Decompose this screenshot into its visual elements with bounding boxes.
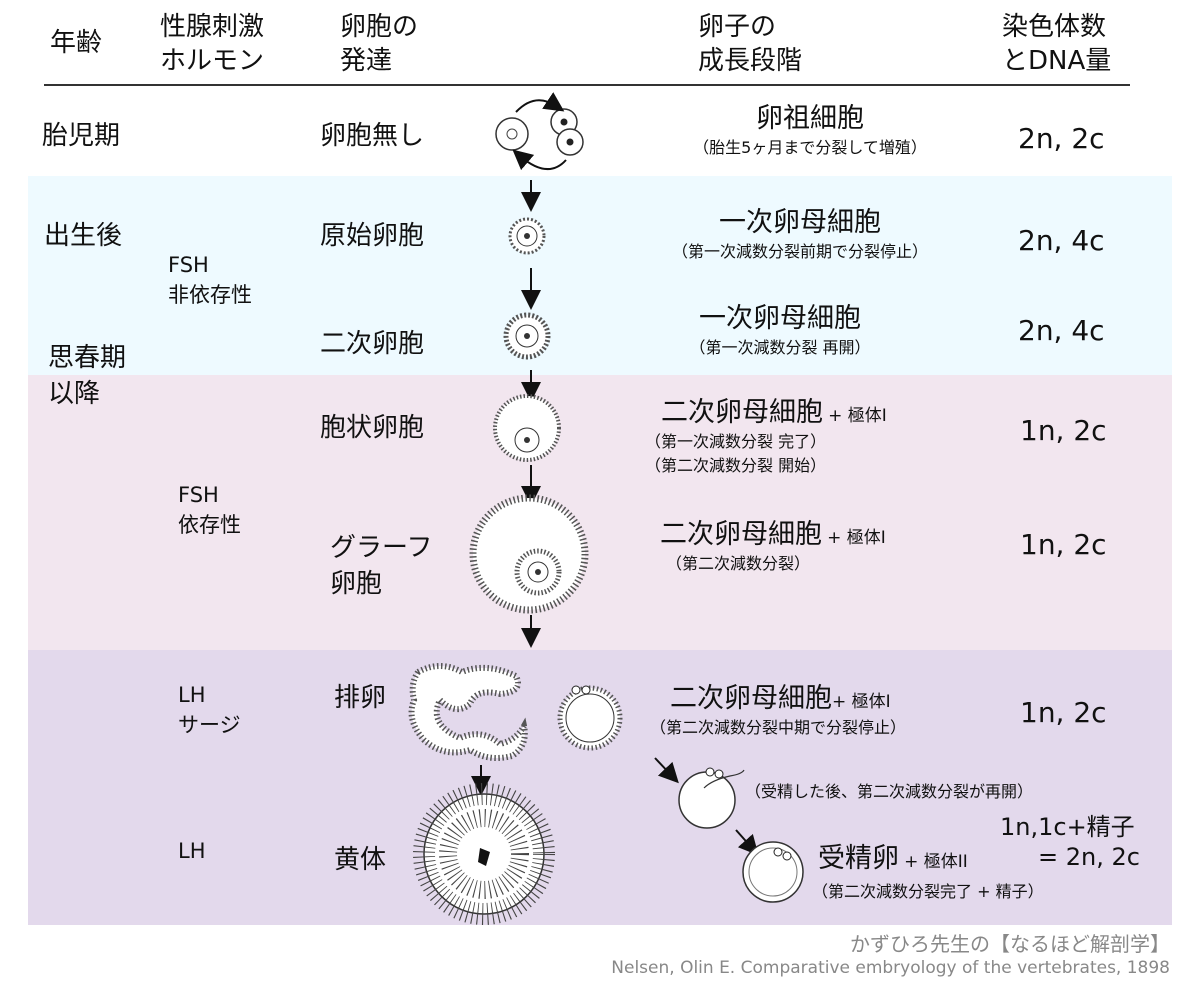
- follicle-antral: 胞状卵胞: [320, 413, 425, 443]
- hormone-fsh-independent: FSH 非依存性: [168, 253, 252, 307]
- ruptured-follicle-icon: [408, 663, 528, 761]
- chromosome-primary-resume: 2n, 4c: [1018, 314, 1105, 347]
- corpus-luteum-icon: [413, 783, 555, 925]
- follicle-graafian: グラーフ 卵胞: [330, 533, 433, 599]
- footer-credit: かずひろ先生の【なるほど解剖学】: [850, 932, 1170, 956]
- header-stage: 卵子の 成長段階: [698, 12, 803, 76]
- footer-source: Nelsen, Olin E. Comparative embryology o…: [611, 958, 1170, 978]
- primordial-follicle-icon: [508, 217, 546, 255]
- follicle-corpus-luteum: 黄体: [334, 845, 387, 875]
- stage-note: （胎生5ヶ月まで分裂して増殖）: [693, 138, 927, 157]
- stage-note: （第二次減数分裂 開始）: [645, 456, 827, 475]
- hormone-fsh-dependent: FSH 依存性: [178, 483, 241, 537]
- band-after-birth: [28, 176, 1172, 375]
- stage-note: （第一次減数分裂 再開）: [689, 338, 871, 357]
- stage-note: （第一次減数分裂前期で分裂停止）: [671, 242, 928, 261]
- secondary-follicle-icon: [503, 312, 551, 360]
- stage-name: 卵祖細胞: [756, 103, 864, 134]
- follicle-primordial: 原始卵胞: [320, 221, 425, 251]
- stage-row-primary-arrest: 一次卵母細胞 （第一次減数分裂前期で分裂停止）: [630, 206, 970, 264]
- stage-row-oogonium: 卵祖細胞 （胎生5ヶ月まで分裂して増殖）: [640, 102, 980, 160]
- fertilizing-oocyte-icon: [678, 767, 745, 829]
- chromosome-sum-line1: 1n,1c+精子: [1000, 813, 1135, 841]
- header-follicle: 卵胞の 発達: [340, 12, 419, 76]
- chromosome-oogonium: 2n, 2c: [1018, 122, 1105, 155]
- stage-name: 一次卵母細胞: [699, 303, 861, 334]
- stage-note: （第二次減数分裂）: [666, 554, 811, 573]
- stage-row-metaphase-arrest: 二次卵母細胞+ 極体I （第二次減数分裂中期で分裂停止）: [650, 682, 980, 740]
- stage-row-secondary: 二次卵母細胞 + 極体I （第二次減数分裂）: [660, 518, 980, 576]
- stage-row-primary-resume: 一次卵母細胞 （第一次減数分裂 再開）: [640, 302, 920, 360]
- oogonium-cells-icon: [495, 92, 584, 171]
- chromosome-metaphase-arrest: 1n, 2c: [1020, 696, 1107, 729]
- age-fetal: 胎児期: [42, 121, 121, 151]
- hormone-lh-surge: LH サージ: [178, 683, 241, 737]
- stage-name: 二次卵母細胞: [670, 683, 832, 714]
- stage-row-secondary-start: 二次卵母細胞 + 極体I （第一次減数分裂 完了） （第二次減数分裂 開始）: [645, 396, 985, 478]
- flow-arrows: [471, 180, 759, 856]
- stage-name: 二次卵母細胞: [660, 519, 822, 550]
- chromosome-sum: 1n,1c+精子 = 2n, 2c: [1000, 812, 1140, 872]
- band-puberty-fsh: [28, 375, 1172, 650]
- chromosome-secondary-start: 1n, 2c: [1020, 414, 1107, 447]
- polar-body-label: + 極体I: [828, 406, 887, 426]
- hormone-lh: LH: [178, 839, 206, 863]
- chromosome-primary-arrest: 2n, 4c: [1018, 224, 1105, 257]
- graafian-follicle-icon: [469, 494, 589, 614]
- zygote-label: 受精卵 + 極体II: [818, 842, 968, 876]
- ovulated-oocyte-icon: [557, 685, 623, 751]
- zygote-icon: [742, 841, 804, 903]
- age-puberty: 思春期 以降: [48, 343, 127, 409]
- zygote-polar-body: + 極体II: [904, 852, 968, 872]
- stage-note: （第二次減数分裂中期で分裂停止）: [650, 718, 907, 737]
- follicle-secondary: 二次卵胞: [320, 329, 425, 359]
- header-age: 年齢: [50, 28, 103, 58]
- chromosome-secondary: 1n, 2c: [1020, 528, 1107, 561]
- zygote-note: （第二次減数分裂完了 + 精子）: [812, 882, 1044, 901]
- follicle-ovulation: 排卵: [334, 683, 387, 713]
- header-chromosome: 染色体数 とDNA量: [1002, 12, 1112, 76]
- stage-name: 一次卵母細胞: [719, 207, 881, 238]
- zygote-name: 受精卵: [818, 843, 899, 874]
- polar-body-label: + 極体I: [827, 528, 886, 548]
- fertilization-resume-note: （受精した後、第二次減数分裂が再開）: [745, 782, 1034, 801]
- header-hormone: 性腺刺激 ホルモン: [160, 12, 265, 76]
- polar-body-label: + 極体I: [832, 692, 891, 712]
- stage-name: 二次卵母細胞: [661, 397, 823, 428]
- header-rule: [44, 84, 1130, 86]
- antral-follicle-icon: [493, 394, 561, 462]
- age-after-birth: 出生後: [44, 221, 123, 251]
- follicle-none: 卵胞無し: [320, 121, 425, 151]
- stage-note: （第一次減数分裂 完了）: [645, 432, 827, 451]
- chromosome-sum-line2: = 2n, 2c: [1038, 843, 1140, 871]
